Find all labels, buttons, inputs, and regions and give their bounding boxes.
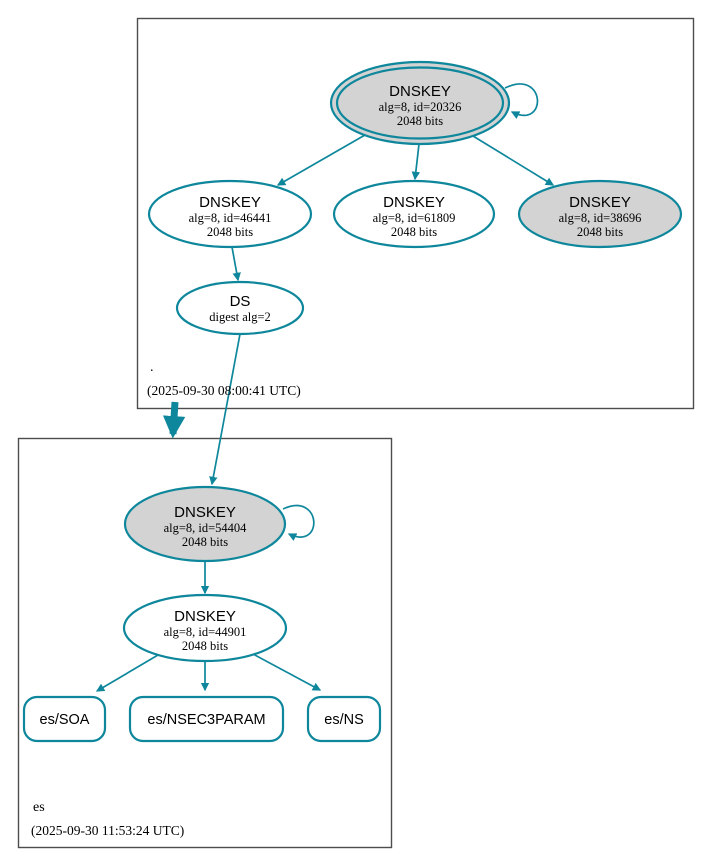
edge-ds-to-es-ksk — [209, 333, 241, 486]
root-zone-name: . — [150, 360, 154, 375]
node-detail: 2048 bits — [182, 535, 228, 549]
rrset-label: es/NS — [324, 712, 364, 728]
node-es-nsec3param-rrset: es/NSEC3PARAM — [128, 695, 285, 743]
rrset-label: es/SOA — [40, 712, 90, 728]
node-title: DNSKEY — [389, 83, 451, 100]
node-title: DNSKEY — [383, 194, 445, 211]
es-zone-name: es — [33, 800, 45, 815]
node-root-ds: DS digest alg=2 — [175, 280, 305, 336]
rrset-label: es/NSEC3PARAM — [147, 712, 265, 728]
node-detail: 2048 bits — [391, 225, 437, 239]
node-detail: alg=8, id=20326 — [379, 100, 462, 114]
node-detail: alg=8, id=61809 — [373, 211, 456, 225]
node-root-ksk-20326: DNSKEY alg=8, id=20326 2048 bits — [329, 60, 511, 146]
edge-root-delegation-to-es — [162, 401, 186, 439]
node-title: DNSKEY — [569, 194, 631, 211]
es-zone-box — [17, 437, 393, 849]
node-root-dnskey-38696: DNSKEY alg=8, id=38696 2048 bits — [517, 179, 683, 249]
node-title: DNSKEY — [174, 504, 236, 521]
edge-key46441-to-ds — [231, 246, 241, 282]
node-title: DNSKEY — [199, 194, 261, 211]
node-detail: alg=8, id=46441 — [189, 211, 272, 225]
node-title: DS — [230, 293, 251, 310]
root-zone-timestamp: (2025-09-30 08:00:41 UTC) — [147, 383, 301, 398]
node-detail: 2048 bits — [397, 114, 443, 128]
edge-root-ksk-selfsign — [504, 83, 539, 120]
node-root-dnskey-61809: DNSKEY alg=8, id=61809 2048 bits — [332, 179, 496, 249]
edge-ksk20326-to-key61809 — [411, 143, 421, 181]
node-detail: alg=8, id=38696 — [559, 211, 642, 225]
es-zone-timestamp: (2025-09-30 11:53:24 UTC) — [31, 823, 184, 838]
node-es-dnskey-44901: DNSKEY alg=8, id=44901 2048 bits — [122, 593, 288, 663]
node-root-dnskey-46441: DNSKEY alg=8, id=46441 2048 bits — [147, 179, 313, 249]
edge-ksk20326-to-key38696 — [472, 135, 555, 186]
node-detail: alg=8, id=54404 — [164, 521, 248, 535]
node-detail: digest alg=2 — [209, 310, 271, 324]
edge-key44901-to-ns — [252, 653, 322, 691]
node-detail: alg=8, id=44901 — [164, 625, 247, 639]
edge-key44901-to-soa — [95, 654, 159, 692]
edge-es-ksk-selfsign — [282, 504, 315, 541]
node-title: DNSKEY — [174, 608, 236, 625]
root-zone-box — [136, 17, 695, 410]
node-detail: 2048 bits — [207, 225, 253, 239]
edge-ksk20326-to-key46441 — [276, 134, 366, 186]
node-es-ns-rrset: es/NS — [306, 695, 382, 743]
node-detail: 2048 bits — [182, 639, 228, 653]
node-es-ksk-54404: DNSKEY alg=8, id=54404 2048 bits — [123, 485, 287, 563]
node-es-soa-rrset: es/SOA — [22, 695, 107, 743]
node-detail: 2048 bits — [577, 225, 623, 239]
